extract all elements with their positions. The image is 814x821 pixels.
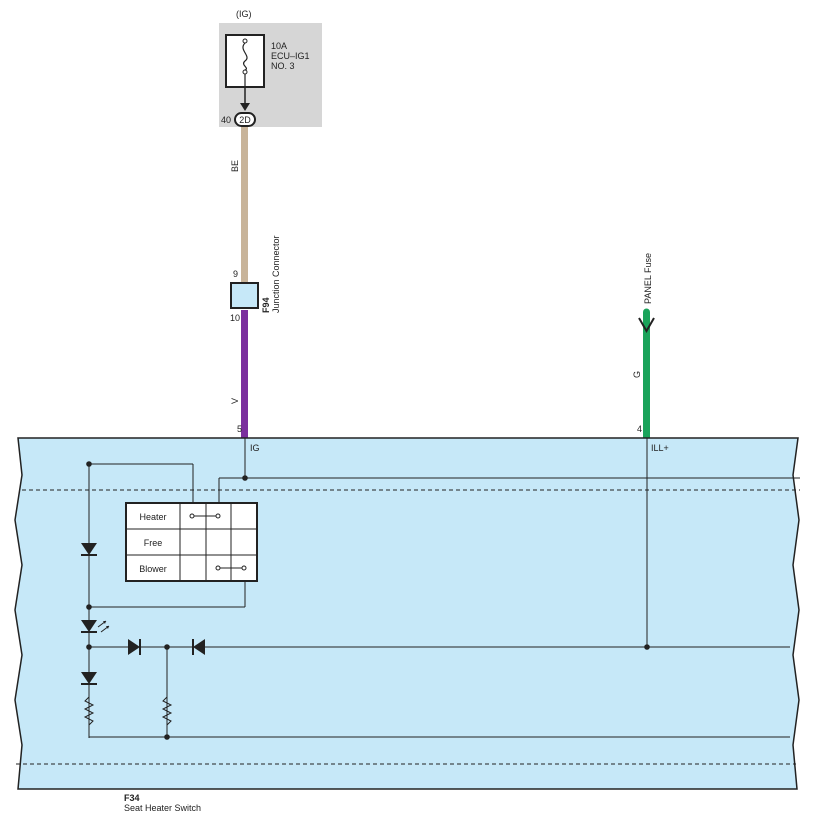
diode-icon: [128, 639, 141, 655]
seat-heater-switch: 5 IG 4 ILL+ F34 Seat Heater Switch: [14, 424, 800, 813]
fuse-box: (IG) 10A ECU–IG1 NO. 3 2D 40: [219, 9, 322, 127]
fuse-box-header: (IG): [236, 9, 252, 19]
mode-blower: Blower: [139, 564, 167, 574]
wire-g: [643, 312, 650, 438]
wire-be-label: BE: [230, 160, 240, 172]
switch-contact-icon: [215, 565, 247, 571]
panel-fuse-arrow-icon: [638, 317, 655, 334]
connector-arrow-icon: [240, 103, 250, 111]
junction-name: Junction Connector: [271, 235, 281, 313]
diode-icon: [81, 543, 97, 556]
junction-pin-top: 9: [233, 269, 238, 279]
fuse-icon: [242, 38, 248, 88]
switch-code: F34: [124, 793, 140, 803]
junction-pin-bottom: 10: [230, 313, 240, 323]
mode-heater: Heater: [139, 512, 166, 522]
junction-connector: 9 10 F94 Junction Connector: [230, 235, 281, 323]
switch-terminal-ig: IG: [250, 443, 260, 453]
mode-switch-table: Heater Free Blower: [125, 502, 258, 582]
wire-g-label: G: [632, 371, 642, 378]
switch-pin-ill: 4: [637, 424, 642, 434]
fuse-connector-id: 2D: [239, 115, 251, 125]
panel-fuse-label: PANEL Fuse: [643, 253, 653, 304]
fuse-pin-number: 40: [221, 115, 231, 125]
diode-icon: [192, 639, 205, 655]
junction-dots: [86, 461, 650, 740]
switch-contact-icon: [189, 513, 221, 519]
led-icon: [81, 620, 110, 633]
resistor-icon: [161, 696, 173, 726]
diode-icon: [81, 672, 97, 685]
fuse-number: NO. 3: [271, 61, 295, 71]
switch-terminal-ill: ILL+: [651, 443, 669, 453]
junction-code: F94: [261, 297, 271, 313]
wire-v: [241, 310, 248, 438]
wire-v-label: V: [230, 398, 240, 404]
internal-circuit: [88, 438, 800, 738]
wire-be: [241, 127, 248, 283]
fuse-amperage: 10A: [271, 41, 287, 51]
fuse-name: ECU–IG1: [271, 51, 310, 61]
mode-free: Free: [144, 538, 163, 548]
switch-pin-ig: 5: [237, 424, 242, 434]
resistor-icon: [83, 696, 95, 726]
switch-name: Seat Heater Switch: [124, 803, 201, 813]
